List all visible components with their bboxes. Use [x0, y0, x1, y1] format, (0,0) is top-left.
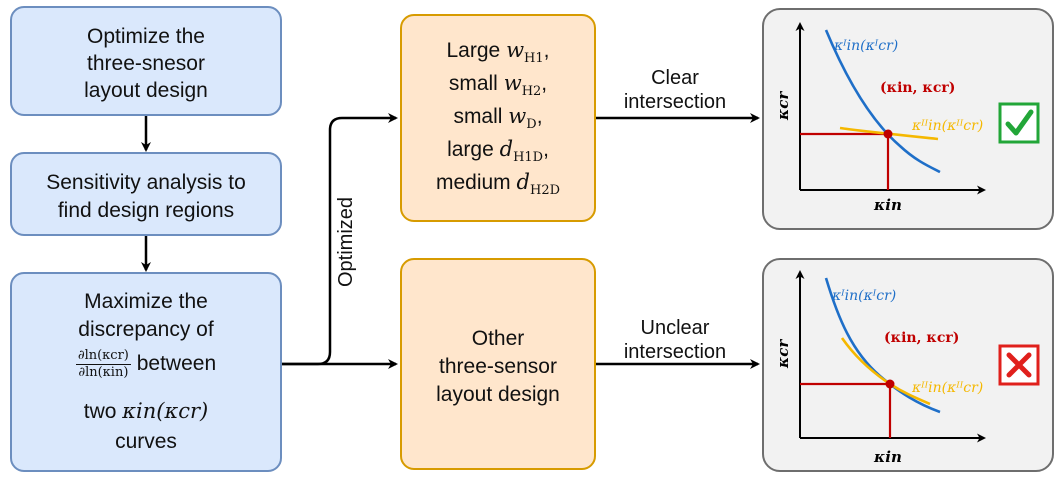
plot-top-ylabel: κcr	[774, 91, 792, 121]
box2-line2: find design regions	[57, 199, 235, 222]
design-line-3: small wD,	[453, 104, 543, 133]
design-var-4: dH1D	[499, 137, 544, 166]
box1-line3: layout design	[84, 79, 208, 102]
design-line-2: small wH2,	[448, 71, 548, 100]
other-design-box: Other three-sensor layout design	[400, 258, 596, 470]
two-text: two	[83, 400, 117, 423]
design-line-1: Large wH1,	[446, 38, 550, 67]
fraction-denominator: ∂ln(κin)	[78, 365, 129, 380]
design-word-4: large	[447, 138, 494, 161]
plot-top-intersection-point	[883, 129, 893, 139]
plot-top: κᴵin(κᴵcr) (κin, κcr) κᴵᴵin(κᴵᴵcr) κin κ…	[774, 22, 986, 214]
unclear-label: Unclear	[640, 317, 710, 339]
box3-line3: ∂ln(κcr) ∂ln(κin) between	[12, 348, 280, 381]
between-text: between	[136, 352, 217, 376]
box1-line1: Optimize the	[87, 25, 205, 48]
design-var-3: wD	[508, 104, 537, 133]
box3-line4: two κin(κcr)	[12, 398, 280, 425]
partial-derivative-fraction: ∂ln(κcr) ∂ln(κin)	[75, 348, 131, 381]
box2-line1: Sensitivity analysis to	[46, 171, 246, 194]
other-line-3: layout design	[436, 383, 560, 406]
design-var-1: wH1	[506, 38, 544, 67]
other-line-2: three-sensor	[439, 355, 557, 378]
maximize-discrepancy-box: Maximize the discrepancy of ∂ln(κcr) ∂ln…	[10, 272, 282, 472]
clear-intersection-label: intersection	[623, 91, 727, 113]
design-line-5: medium dH2D	[402, 170, 594, 203]
box3-line5: curves	[115, 430, 177, 453]
clear-label: Clear	[651, 67, 699, 89]
plot-top-point-label: (κin, κcr)	[880, 80, 955, 96]
plot-bottom-curve2-label: κᴵᴵin(κᴵᴵcr)	[911, 380, 983, 396]
plot-top-xlabel: κin	[873, 196, 902, 214]
plot-bottom: κᴵin(κᴵcr) (κin, κcr) κᴵᴵin(κᴵᴵcr) κin κ…	[774, 270, 986, 466]
sensitivity-analysis-box: Sensitivity analysis to find design regi…	[10, 152, 282, 236]
kappa-curve-expression: κin(κcr)	[122, 399, 209, 423]
plot-bottom-point-label: (κin, κcr)	[884, 330, 959, 346]
cross-icon	[998, 344, 1040, 386]
plot-bottom-xlabel: κin	[873, 448, 902, 466]
design-word-1: Large	[446, 39, 501, 62]
fraction-numerator: ∂ln(κcr)	[75, 348, 131, 365]
box1-line2: three-snesor	[87, 52, 205, 75]
design-word-2: small	[448, 72, 498, 95]
design-word-3: small	[453, 105, 503, 128]
box3-line2: discrepancy of	[78, 318, 214, 341]
design-var-2: wH2	[503, 71, 542, 100]
plot-bottom-ylabel: κcr	[774, 339, 792, 369]
design-word-5: medium	[435, 171, 511, 194]
plot-top-curve2-label: κᴵᴵin(κᴵᴵcr)	[911, 118, 983, 134]
plot-top-curve-blue	[824, 29, 941, 174]
plot-bottom-intersection-point	[885, 379, 895, 389]
check-icon	[998, 102, 1040, 144]
unclear-intersection-label: intersection	[623, 341, 727, 363]
design-line-4: large dH1D,	[447, 137, 549, 166]
other-line-1: Other	[471, 327, 525, 350]
optimize-layout-box: Optimize the three-snesor layout design	[10, 6, 282, 116]
box3-line1: Maximize the	[84, 290, 208, 313]
plot-top-curve-yellow	[839, 126, 939, 141]
plot-top-curve1-label: κᴵin(κᴵcr)	[833, 38, 898, 54]
design-var-5: dH2D	[516, 170, 561, 199]
optimized-design-box: Large wH1, small wH2, small wD, large dH…	[400, 14, 596, 222]
plot-bottom-curve1-label: κᴵin(κᴵcr)	[831, 288, 896, 304]
